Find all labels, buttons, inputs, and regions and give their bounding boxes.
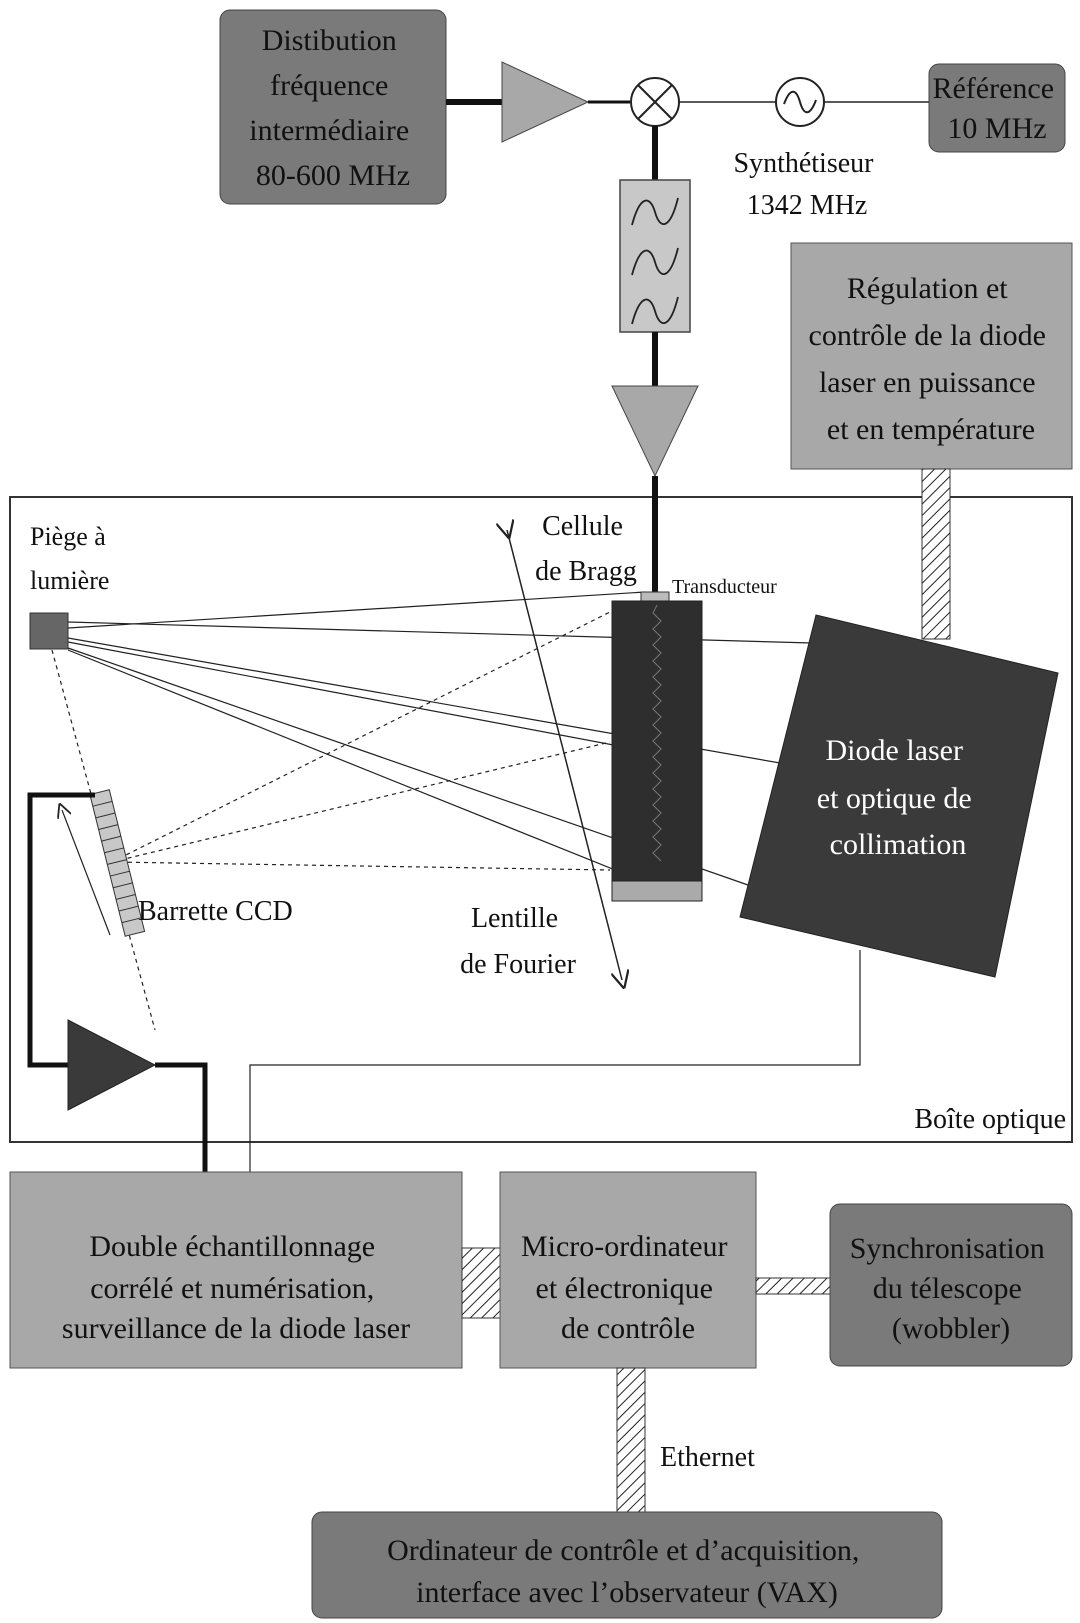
sampling-label: Double échantillonnage corrélé et numéri… [62,1230,410,1345]
sampling-block [9,1171,463,1369]
synthesizer-label: Synthétiseur 1342 MHz [734,148,881,221]
computer-label: Ordinateur de contrôle et d’acquisition,… [387,1534,867,1609]
laser-diode-label: Diode laser et optique de collimation [817,734,979,861]
synthesizer-symbol [775,77,825,127]
micro-label: Micro-ordinateur et électronique de cont… [521,1230,735,1345]
computer-block [311,1511,943,1619]
optical-box-label: Boîte optique [914,1104,1066,1135]
amp-to-sampling-wire [155,1062,208,1172]
mixer [630,77,680,127]
bragg-cell-label: Cellule de Bragg [535,511,637,587]
if-amplifier [501,61,590,143]
fourier-lens-label: Lentille de Fourier [460,903,577,980]
rf-amplifier [611,385,699,478]
distribution-block [219,9,447,205]
transducer-label: Transducteur [672,576,777,598]
sync-label: Synchronisation du télescope (wobbler) [850,1232,1053,1345]
laser-diode-block [739,614,1059,978]
bandpass-filter [619,179,691,333]
regulation-block [790,242,1073,470]
reference-label: Référence 10 MHz [932,72,1061,145]
bragg-cell [611,600,703,902]
sync-block [829,1203,1073,1367]
reference-block [928,63,1066,153]
ccd-array [89,789,146,937]
light-trap-label: Piège à lumière [30,522,112,595]
optical-box [9,496,1073,1143]
light-trap [29,612,69,650]
micro-sync-link [755,1277,831,1295]
ccd-amplifier [67,1019,157,1111]
laser-control-wire [249,950,861,1172]
transducer [640,591,670,602]
micro-block [499,1171,757,1369]
regulation-link [921,468,951,640]
ccd-scan-arrow [62,810,111,936]
ccd-label: Barrette CCD [138,896,293,927]
regulation-label: Régulation et contrôle de la diode laser… [809,272,1054,446]
ethernet-link [616,1367,646,1513]
ccd-output-wire [27,792,95,1068]
fourier-lens [507,530,622,980]
sampling-micro-link [461,1247,501,1319]
ethernet-label: Ethernet [660,1442,755,1473]
distribution-label: Distibution fréquence intermédiaire 80-6… [249,24,416,192]
